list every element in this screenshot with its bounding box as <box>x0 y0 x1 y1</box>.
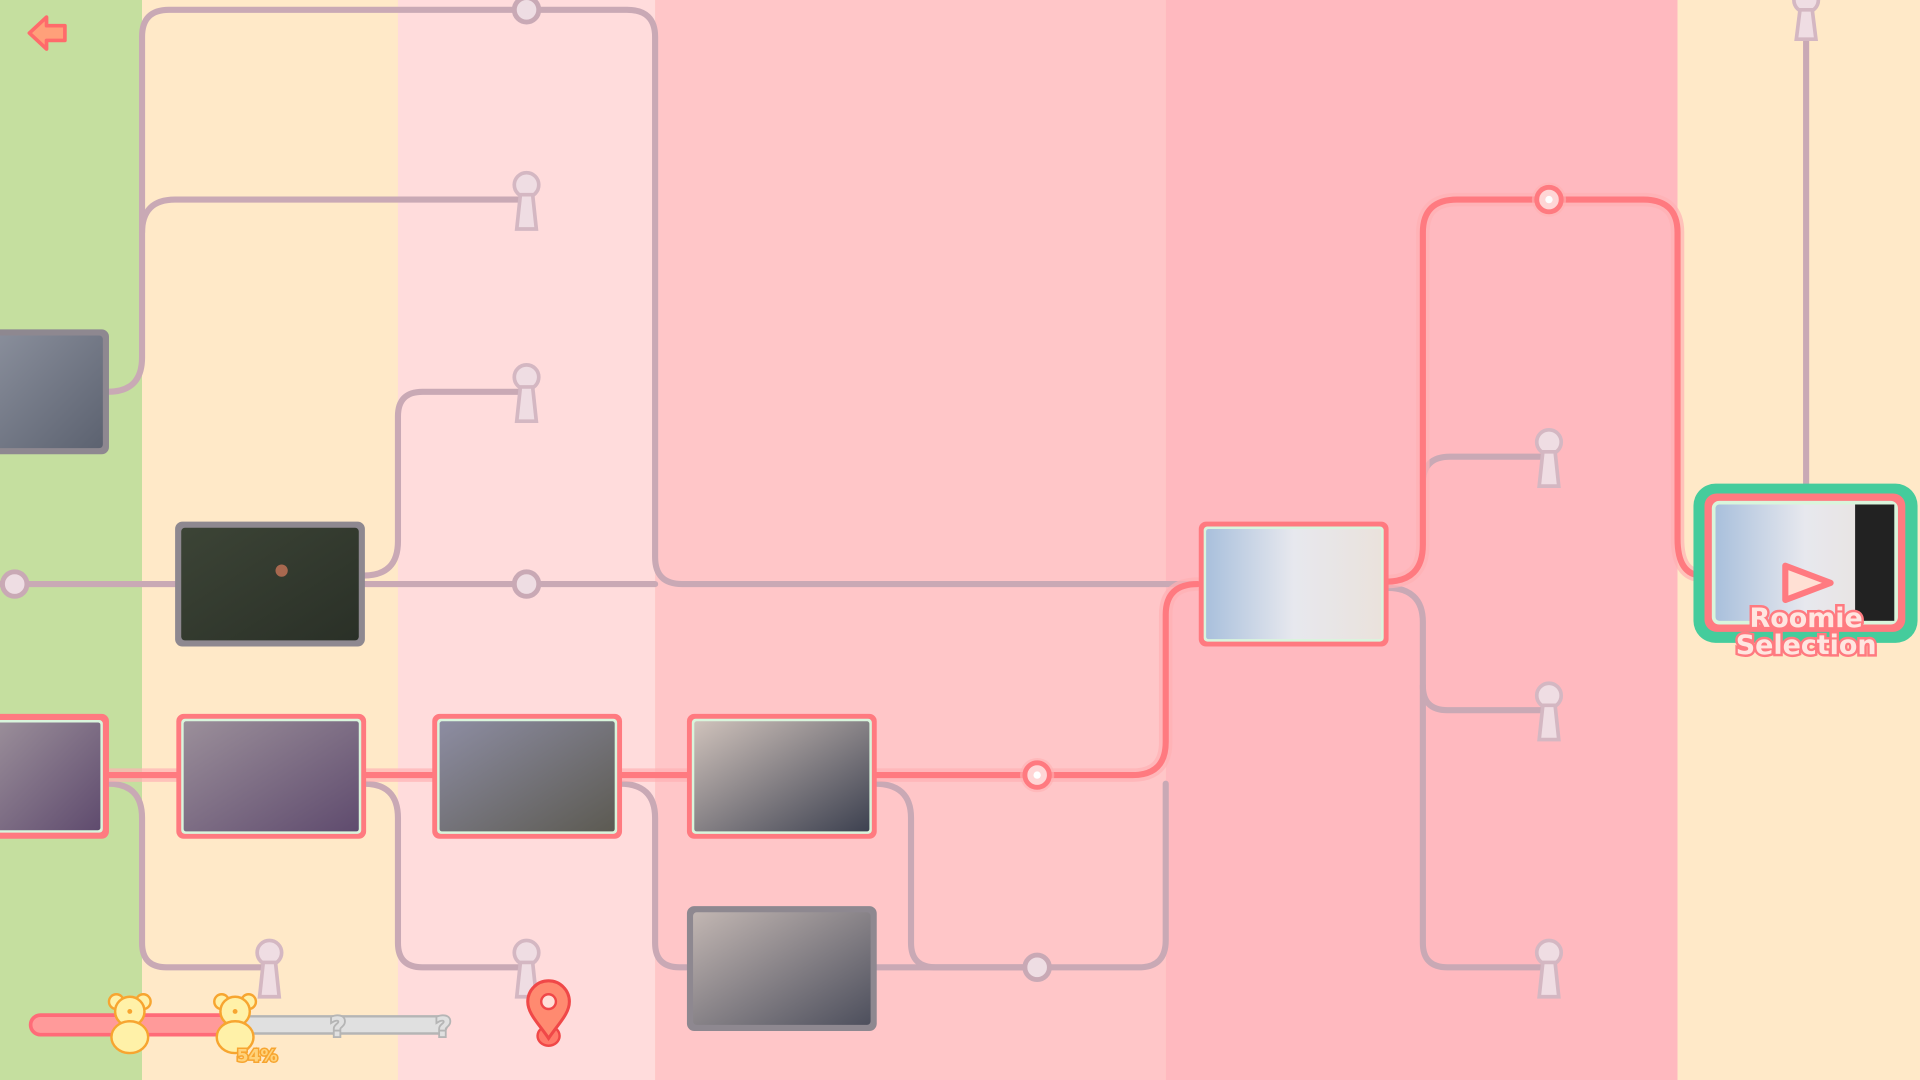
scene-node-locked[interactable] <box>0 329 109 455</box>
keyhole-lock-icon[interactable] <box>512 170 541 231</box>
scene-node-unlocked[interactable] <box>1198 521 1389 647</box>
final-node-title-line1: Roomie <box>1749 603 1862 634</box>
waypoint-active <box>1531 182 1567 217</box>
waypoint-locked <box>511 0 542 25</box>
waypoint-active <box>1020 757 1055 793</box>
progress-bar: ? ? 54% <box>28 993 453 1068</box>
milestone-unknown: ? <box>330 1012 346 1043</box>
waypoint-locked <box>1022 952 1052 983</box>
keyhole-lock-icon[interactable] <box>512 363 541 424</box>
keyhole-lock-icon[interactable] <box>1534 427 1564 488</box>
progress-percent: 54% <box>237 1047 278 1067</box>
bear-milestone-icon <box>107 993 152 1055</box>
map-pin-icon <box>526 979 571 1047</box>
keyhole-lock-icon[interactable] <box>1534 938 1564 999</box>
waypoint-locked <box>0 569 30 599</box>
keyhole-lock-icon[interactable] <box>1534 681 1564 742</box>
locked-paths <box>0 6 1810 971</box>
back-arrow-icon[interactable] <box>27 15 67 51</box>
bear-milestone-icon <box>213 993 258 1055</box>
keyhole-lock-icon[interactable] <box>1792 0 1821 42</box>
scene-node-unlocked[interactable] <box>176 713 367 839</box>
play-icon <box>1782 562 1834 604</box>
scene-node-locked[interactable] <box>175 521 365 647</box>
scene-node-unlocked[interactable] <box>686 713 877 839</box>
keyhole-lock-icon[interactable] <box>255 938 284 999</box>
scene-node-unlocked[interactable] <box>0 713 109 839</box>
milestone-unknown: ? <box>435 1012 451 1043</box>
scene-node-unlocked[interactable] <box>432 713 623 839</box>
final-node-roomie-selection[interactable]: Roomie Selection <box>1693 483 1918 663</box>
scene-node-locked[interactable] <box>686 906 877 1032</box>
active-paths <box>101 192 1709 782</box>
final-node-title-line2: Selection <box>1736 630 1877 661</box>
waypoint-locked <box>511 569 542 599</box>
